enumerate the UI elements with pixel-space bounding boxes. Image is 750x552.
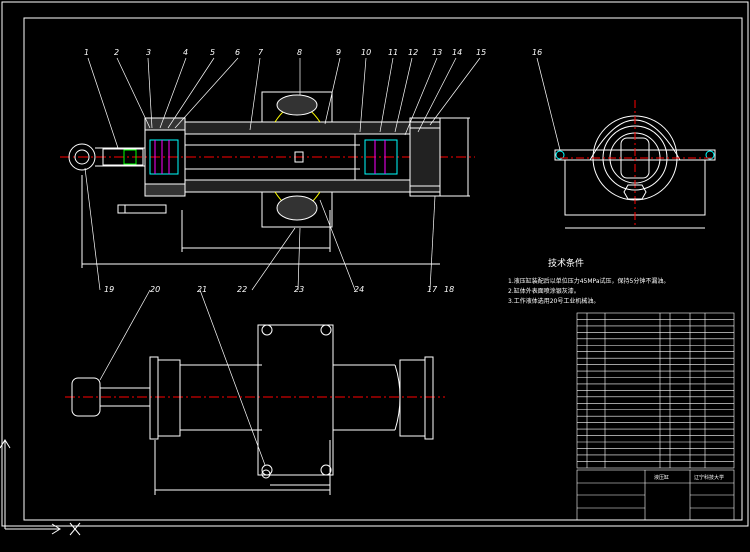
part-label-18: 18: [444, 285, 455, 294]
part-label-15: 15: [476, 48, 487, 57]
part-label-16: 16: [532, 48, 543, 57]
section-view: [60, 91, 475, 268]
part-label-12: 12: [408, 48, 419, 57]
part-label-5: 5: [210, 48, 216, 57]
title-block-drawing-name: 液压缸: [654, 475, 670, 481]
tech-note-2: 2.缸体外表面喷涂银灰漆。: [508, 288, 580, 295]
part-label-6: 6: [235, 48, 241, 57]
part-label-8: 8: [297, 48, 303, 57]
outer-frame: [1, 1, 749, 527]
part-label-19: 19: [104, 285, 115, 294]
leader-lines: [84, 57, 561, 466]
tech-note-3: 3.工作液体选用20号工业机械油。: [508, 298, 600, 305]
part-label-21: 21: [197, 285, 208, 294]
part-label-23: 23: [294, 285, 305, 294]
part-label-13: 13: [432, 48, 443, 57]
plan-view: [65, 324, 445, 495]
part-label-9: 9: [336, 48, 342, 57]
part-label-24: 24: [354, 285, 365, 294]
ucs-icon: [0, 439, 81, 536]
side-view: [554, 100, 716, 229]
part-label-20: 20: [150, 285, 161, 294]
part-label-4: 4: [183, 48, 189, 57]
part-label-14: 14: [452, 48, 463, 57]
inner-frame: [23, 17, 743, 521]
part-label-11: 11: [388, 48, 399, 57]
title-block-school: 辽宁科技大学: [694, 475, 725, 481]
parts-table: [576, 312, 735, 521]
part-label-3: 3: [146, 48, 152, 57]
part-label-17: 17: [427, 285, 438, 294]
tech-requirements-title: 技术条件: [548, 259, 585, 269]
part-label-22: 22: [237, 285, 248, 294]
part-label-7: 7: [258, 48, 264, 57]
part-label-1: 1: [84, 48, 90, 57]
part-label-10: 10: [361, 48, 372, 57]
part-label-2: 2: [114, 48, 120, 57]
tech-note-1: 1.液压缸装配后以单位压力45MPa试压，保持5分钟不漏油。: [508, 278, 670, 285]
